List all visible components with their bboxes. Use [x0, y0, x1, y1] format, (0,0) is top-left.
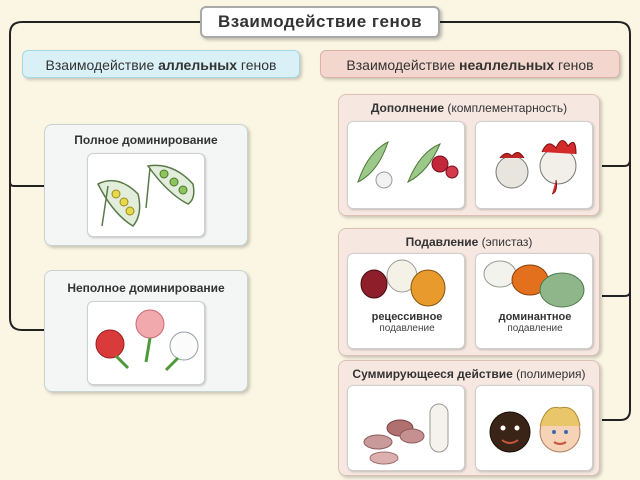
grain-icon: [363, 403, 449, 465]
wheat-grains-image: [347, 385, 465, 471]
allelic-prefix: Взаимодействие: [45, 57, 159, 73]
nonallelic-bold: неаллельных: [459, 57, 555, 73]
pumpkin-icon: [483, 260, 585, 308]
pea-pods-image: [87, 153, 205, 237]
dominant-label: подавление: [507, 323, 563, 334]
pumpkins-image: доминантное подавление: [475, 253, 593, 349]
complementary-title: Дополнение: [370, 101, 445, 115]
nonallelic-prefix: Взаимодействие: [346, 57, 460, 73]
onion-icon: [360, 259, 446, 307]
allelic-bold: аллельных: [158, 57, 238, 73]
incomplete-dominance-card: Неполное доминирование: [44, 270, 248, 392]
complete-dominance-card: Полное доминирование: [44, 124, 248, 246]
sweet-pea-image: [347, 121, 465, 209]
polymery-note: (полимерия): [512, 367, 586, 381]
flower-icon: [95, 309, 199, 372]
dominant-label-bold: доминантное: [498, 311, 572, 323]
face-icon: [489, 406, 581, 453]
nonallelic-suffix: генов: [554, 57, 594, 73]
recessive-label: подавление: [379, 323, 435, 334]
nonallelic-category: Взаимодействие неаллельных генов: [320, 50, 620, 78]
skin-color-faces-image: [475, 385, 593, 471]
sweet-pea-icon: [357, 141, 459, 189]
complementary-note: (комплементарность): [444, 101, 568, 115]
complementary-card: Дополнение (комплементарность): [338, 94, 600, 216]
epistasis-note: (эпистаз): [478, 235, 533, 249]
night-beauty-flowers-image: [87, 301, 205, 385]
epistasis-card: Подавление (эпистаз) рецессивное подавле…: [338, 228, 600, 356]
complete-dominance-title: Полное доминирование: [74, 133, 218, 147]
polymery-title: Суммирующееся действие: [352, 367, 513, 381]
polymery-card: Суммирующееся действие (полимерия): [338, 360, 600, 476]
onions-image: рецессивное подавление: [347, 253, 465, 349]
incomplete-dominance-title: Неполное доминирование: [67, 281, 225, 295]
root-title: Взаимодействие генов: [200, 6, 440, 38]
pea-pod-icon: [96, 164, 195, 227]
rooster-icon: [495, 140, 577, 195]
epistasis-title: Подавление: [405, 235, 479, 249]
allelic-category: Взаимодействие аллельных генов: [22, 50, 300, 78]
recessive-label-bold: рецессивное: [371, 311, 443, 323]
allelic-suffix: генов: [237, 57, 277, 73]
roosters-image: [475, 121, 593, 209]
